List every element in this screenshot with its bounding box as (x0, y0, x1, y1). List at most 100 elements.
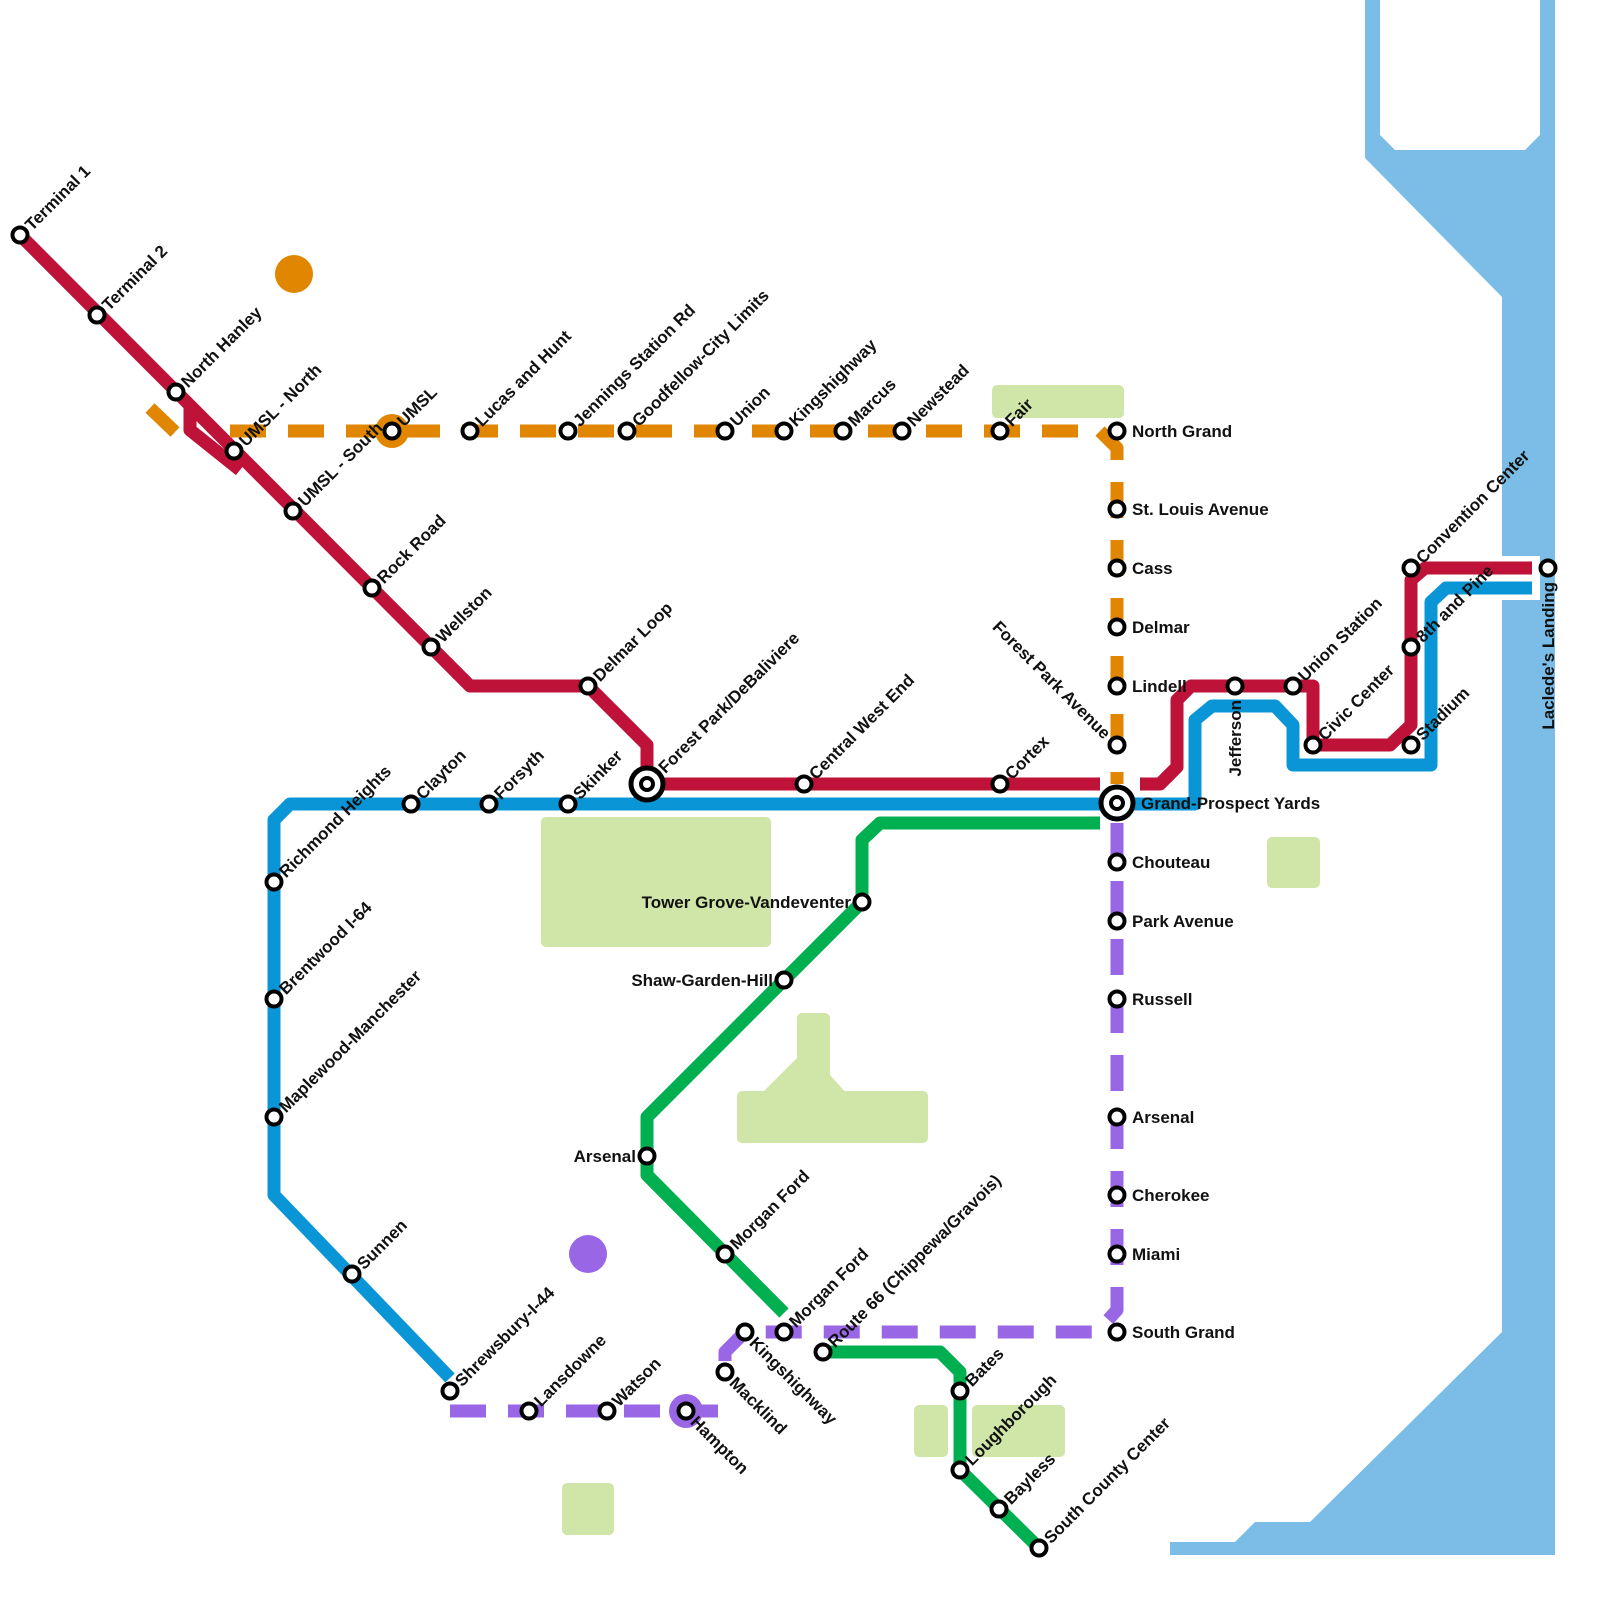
station[interactable]: Brentwood I-64 (264, 898, 377, 1009)
station-marker-icon (166, 382, 186, 402)
station-marker-icon (1538, 558, 1558, 578)
station-marker-icon (401, 794, 421, 814)
station-label: Rock Road (373, 511, 449, 587)
station-marker-icon (833, 421, 853, 441)
park-area (737, 1091, 928, 1143)
station[interactable]: Terminal 1 (10, 162, 95, 245)
station[interactable]: North Hanley (166, 303, 267, 402)
station-label: Forest Park Avenue (989, 617, 1114, 742)
station-marker-icon (950, 1460, 970, 1480)
park-area (760, 1055, 848, 1095)
station-marker-icon (989, 1499, 1009, 1519)
station-label: Watson (608, 1354, 664, 1410)
station-label: Forest Park/DeBaliviere (655, 629, 803, 777)
station[interactable]: UMSL - North (224, 360, 326, 461)
orange-line-terminus-dot (275, 255, 313, 293)
station-label: Clayton (412, 746, 470, 804)
park-area (1267, 837, 1320, 888)
station-marker-icon (1107, 911, 1127, 931)
station[interactable]: Laclede's Landing (1538, 558, 1558, 730)
orange-line (230, 424, 1124, 784)
station[interactable]: Central West End (794, 671, 919, 794)
station-marker-icon (715, 1244, 735, 1264)
station-marker-icon (264, 872, 284, 892)
station[interactable]: Bayless (989, 1449, 1060, 1519)
station-label: Grand-Prospect Yards (1141, 794, 1320, 813)
station-marker-icon (10, 225, 30, 245)
red-line (15, 230, 1100, 791)
station-label: Miami (1132, 1245, 1180, 1264)
station-marker-icon (1107, 421, 1127, 441)
station-marker-icon (578, 676, 598, 696)
station[interactable]: Lucas and Hunt (460, 326, 576, 441)
station-label: UMSL (393, 383, 440, 430)
station-marker-icon (479, 794, 499, 814)
station-label: Richmond Heights (275, 762, 395, 882)
station-marker-icon (774, 970, 794, 990)
station-marker-icon (1107, 852, 1127, 872)
station[interactable]: Lindell (1107, 676, 1187, 696)
station-marker-icon (774, 421, 794, 441)
station-marker-icon (715, 1362, 735, 1382)
station-label: Civic Center (1314, 660, 1398, 744)
green-line-south (823, 1345, 1044, 1553)
station-marker-icon (519, 1401, 539, 1421)
station-marker-icon (558, 421, 578, 441)
station-marker-icon (617, 421, 637, 441)
station[interactable]: Shrewsbury-I-44 (440, 1283, 559, 1401)
station-label: Union (726, 383, 773, 430)
station[interactable]: South Grand (1107, 1322, 1235, 1342)
station[interactable]: Grand-Prospect Yards (1098, 784, 1320, 822)
station[interactable]: Rock Road (362, 511, 450, 598)
station-marker-icon (264, 1107, 284, 1127)
station-label: Bates (961, 1344, 1007, 1390)
station-label: Bayless (1000, 1449, 1059, 1508)
station[interactable]: Tower Grove-Vandeventer (642, 892, 872, 912)
station-label: Hampton (687, 1412, 753, 1478)
station-marker-icon (852, 892, 872, 912)
station-label: Chouteau (1132, 853, 1210, 872)
station-marker-icon (1401, 558, 1421, 578)
station-label: Arsenal (574, 1147, 636, 1166)
red-line-east (1140, 561, 1532, 791)
station-label: Skinker (569, 746, 626, 803)
station-label: Cortex (1001, 731, 1053, 783)
station-marker-icon (892, 421, 912, 441)
station[interactable]: Cherokee (1107, 1185, 1210, 1205)
station-label: Macklind (726, 1373, 791, 1438)
station[interactable]: Delmar (1107, 617, 1191, 637)
station[interactable]: Forest Park/DeBaliviere (628, 629, 803, 803)
station-marker-icon (264, 989, 284, 1009)
station[interactable]: Sunnen (342, 1216, 411, 1284)
station-marker-icon (362, 578, 382, 598)
station[interactable]: Jefferson (1225, 676, 1245, 777)
station[interactable]: Park Avenue (1107, 911, 1234, 931)
station[interactable]: Russell (1107, 989, 1193, 1009)
station-marker-icon (440, 1381, 460, 1401)
station[interactable]: Forest Park Avenue (989, 617, 1127, 755)
station[interactable]: Shaw-Garden-Hill (631, 970, 794, 990)
station[interactable]: Terminal 2 (87, 242, 172, 325)
station[interactable]: St. Louis Avenue (1107, 499, 1269, 519)
station-label: Laclede's Landing (1539, 582, 1558, 730)
station[interactable]: Chouteau (1107, 852, 1211, 872)
station[interactable]: Morgan Ford (715, 1166, 814, 1264)
station[interactable]: North Grand (1107, 421, 1233, 441)
station[interactable]: Arsenal (574, 1146, 657, 1166)
station-label: Marcus (844, 375, 900, 431)
station[interactable]: Cass (1107, 558, 1173, 578)
station-label: Morgan Ford (726, 1166, 813, 1253)
station[interactable]: Richmond Heights (264, 762, 396, 892)
station[interactable]: Wellston (421, 583, 496, 657)
station[interactable]: Arsenal (1107, 1107, 1195, 1127)
station-marker-icon (990, 774, 1010, 794)
station-marker-icon (1225, 676, 1245, 696)
station[interactable]: Delmar Loop (578, 598, 677, 696)
station-label: Jefferson (1226, 700, 1245, 777)
station-marker-icon (1107, 1185, 1127, 1205)
station-label: North Grand (1132, 422, 1232, 441)
station[interactable]: Miami (1107, 1244, 1181, 1264)
park-area (541, 817, 771, 947)
blue-line (267, 581, 1532, 1383)
